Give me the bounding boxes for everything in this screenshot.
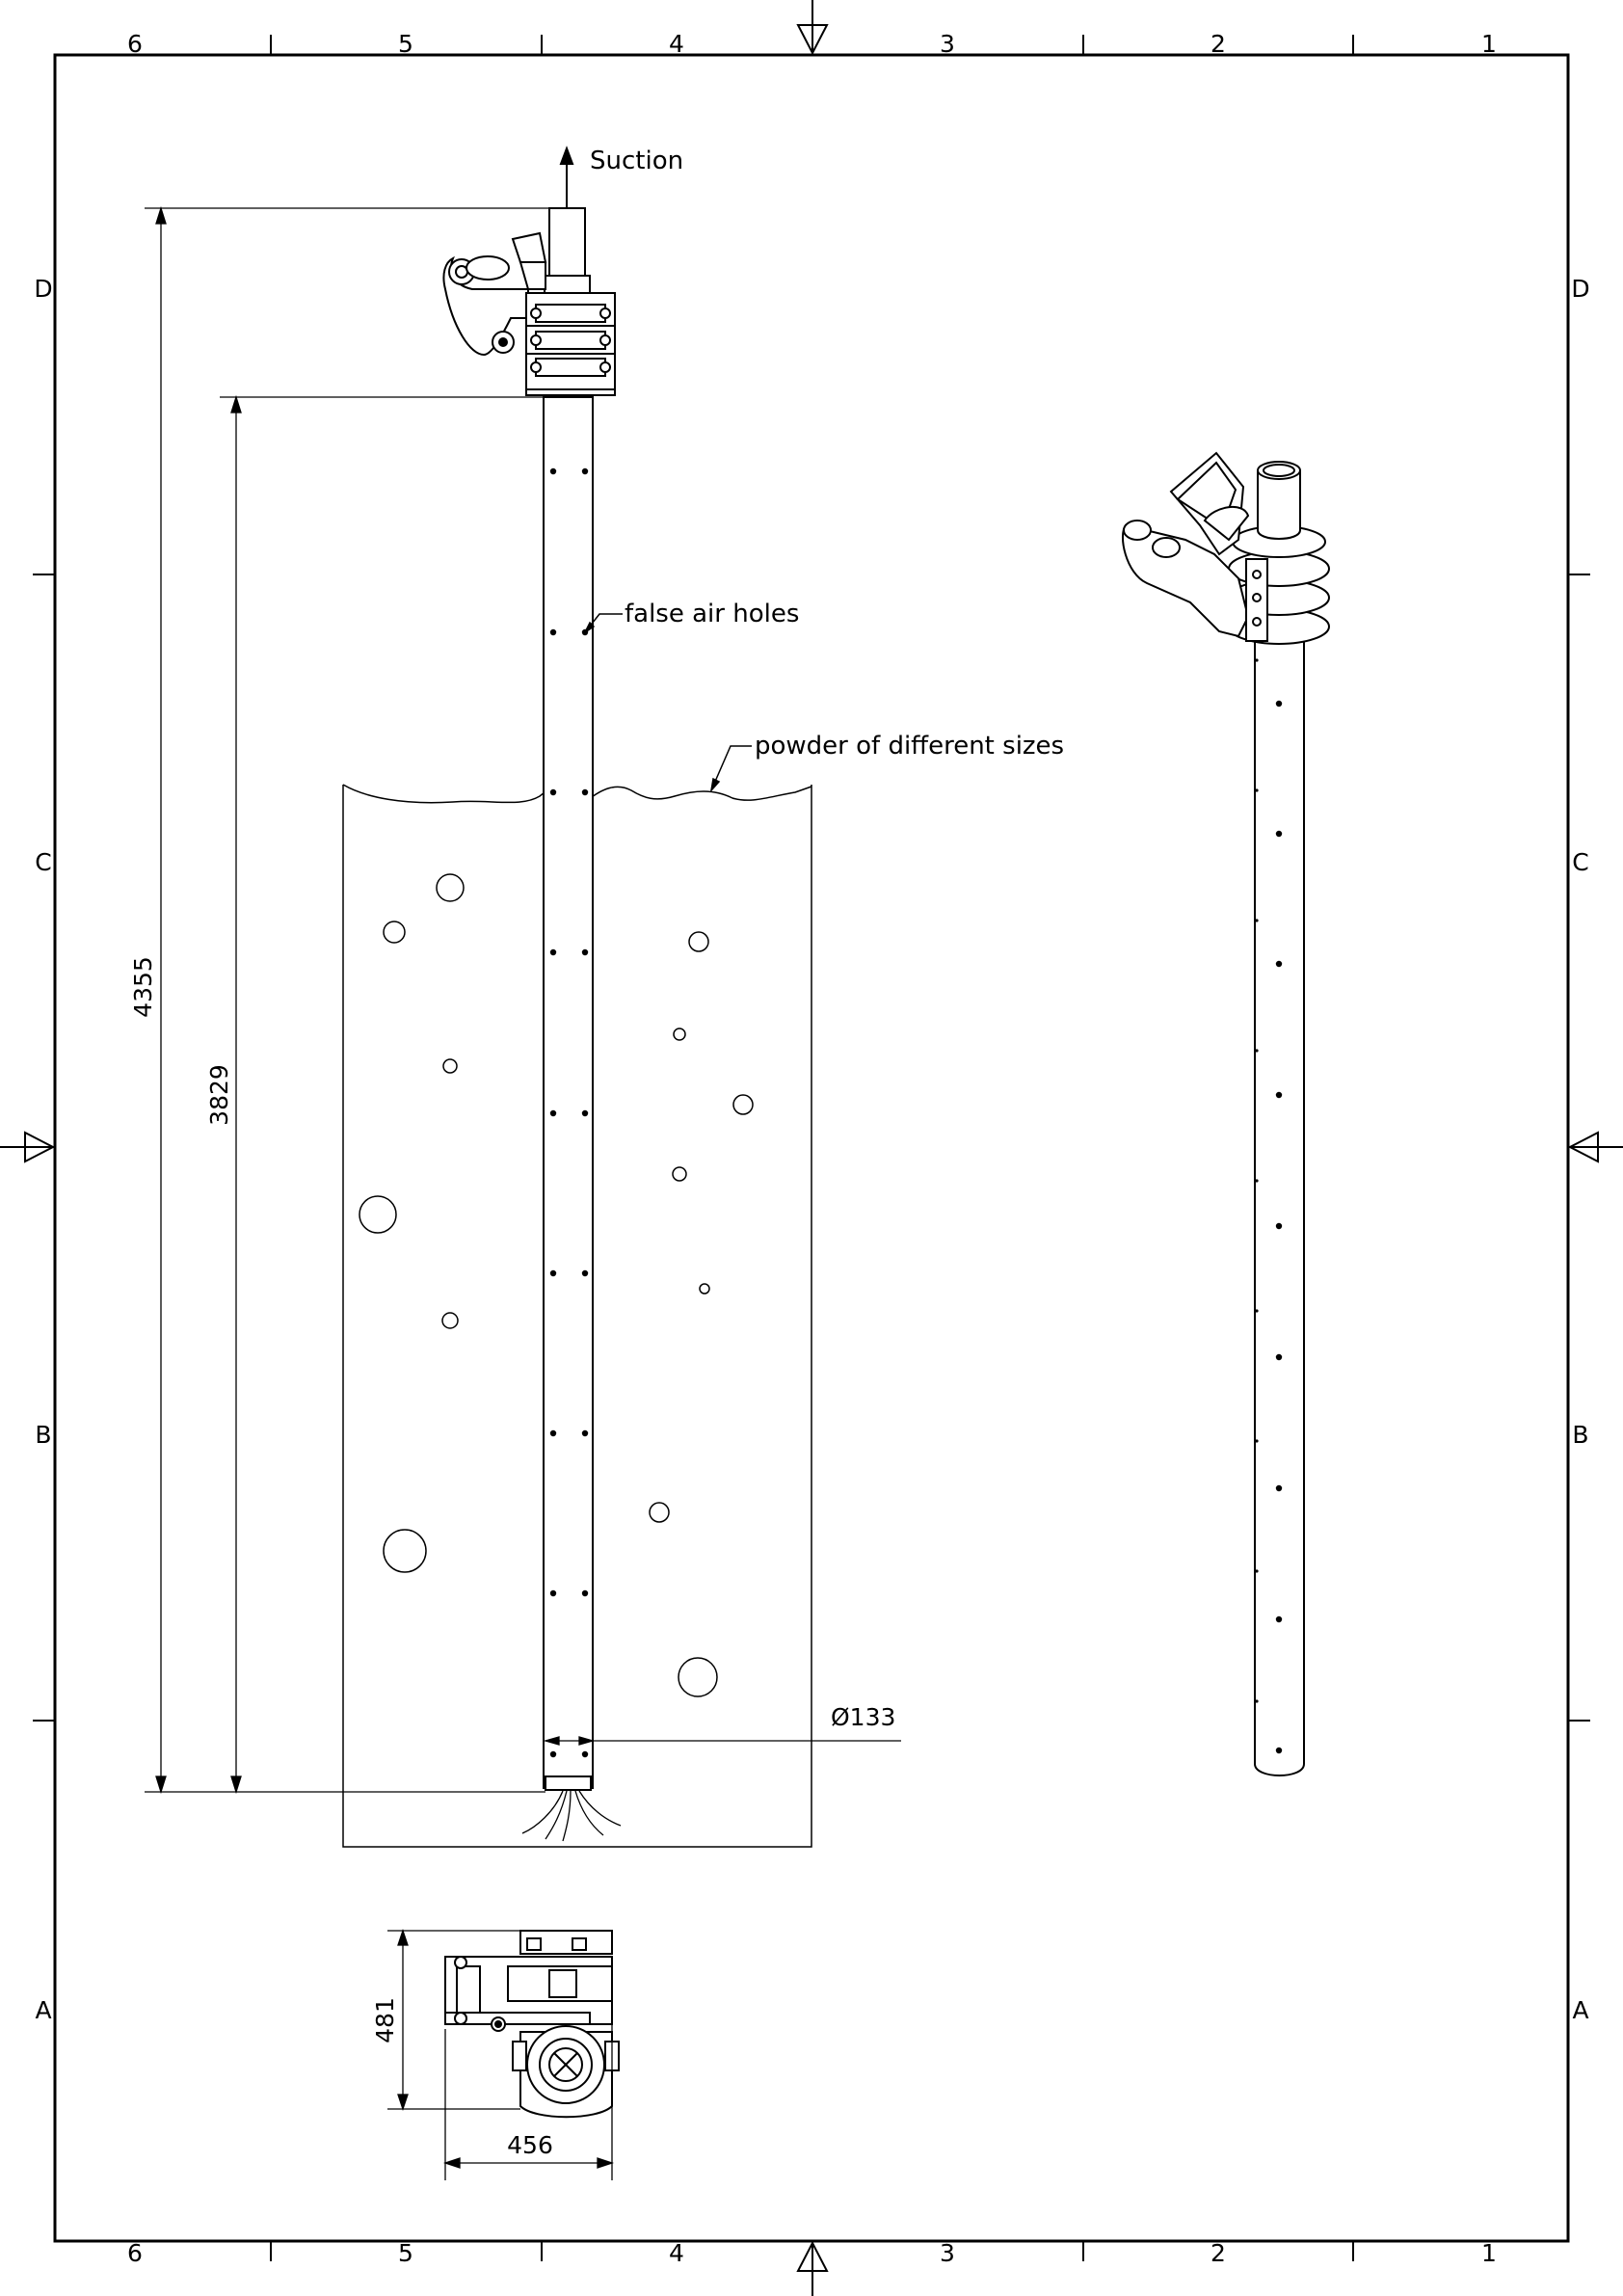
dim-top-view-width: 456 bbox=[507, 2131, 553, 2159]
col-label: 1 bbox=[1481, 30, 1497, 58]
column-labels-bottom: 6 5 4 3 2 1 bbox=[127, 2239, 1497, 2267]
row-label: A bbox=[1572, 1996, 1588, 2024]
centering-mark-top bbox=[796, 0, 829, 56]
suction-lance-front-view bbox=[442, 207, 616, 1791]
col-label: 2 bbox=[1211, 2239, 1226, 2267]
lance-tube bbox=[543, 396, 594, 1789]
top-view bbox=[444, 1930, 620, 2119]
row-label: C bbox=[35, 848, 51, 876]
clamp-bracket bbox=[519, 261, 546, 290]
dim-diameter: Ø133 bbox=[831, 1703, 895, 1731]
col-label: 3 bbox=[940, 2239, 955, 2267]
row-label: C bbox=[1572, 848, 1588, 876]
column-labels-top: 6 5 4 3 2 1 bbox=[127, 30, 1497, 58]
row-labels-right: D C B A bbox=[1571, 275, 1589, 2024]
suction-pipe bbox=[548, 207, 586, 286]
col-label: 5 bbox=[398, 30, 413, 58]
powder-leader bbox=[709, 745, 752, 793]
col-label: 2 bbox=[1211, 30, 1226, 58]
isometric-view bbox=[1122, 451, 1330, 1776]
suction-label: Suction bbox=[590, 147, 683, 175]
iso-tube-side-dots bbox=[1255, 658, 1259, 1703]
false-air-holes-label: false air holes bbox=[625, 600, 799, 628]
powder-particles bbox=[359, 873, 754, 1697]
row-label: B bbox=[35, 1421, 51, 1449]
top-view-dimensions bbox=[387, 1928, 615, 2180]
airflow-lines bbox=[521, 1790, 622, 1842]
flange-stack bbox=[525, 292, 616, 396]
col-label: 5 bbox=[398, 2239, 413, 2267]
iso-lance-tube bbox=[1254, 641, 1305, 1776]
col-label: 4 bbox=[669, 2239, 684, 2267]
clamp-arm bbox=[442, 255, 529, 357]
row-label: D bbox=[1571, 275, 1589, 303]
col-label: 3 bbox=[940, 30, 955, 58]
centering-mark-right bbox=[1567, 1131, 1623, 1163]
row-labels-left: D C B A bbox=[34, 275, 52, 2024]
false-air-holes-front bbox=[549, 467, 589, 1758]
row-label: B bbox=[1572, 1421, 1588, 1449]
row-label: D bbox=[34, 275, 52, 303]
suction-arrow bbox=[559, 146, 574, 208]
dim-tube-length: 3829 bbox=[205, 1064, 233, 1126]
col-label: 4 bbox=[669, 30, 684, 58]
lance-tip bbox=[545, 1775, 592, 1791]
col-label: 6 bbox=[127, 30, 143, 58]
row-label: A bbox=[35, 1996, 51, 2024]
powder-label: powder of different sizes bbox=[755, 732, 1064, 761]
powder-container bbox=[342, 784, 812, 1848]
powder-surface bbox=[342, 784, 812, 804]
centering-mark-bottom bbox=[796, 2240, 829, 2296]
col-label: 6 bbox=[127, 2239, 143, 2267]
false-air-holes-leader bbox=[583, 613, 623, 635]
centering-mark-left bbox=[0, 1131, 56, 1163]
dimension-lines bbox=[145, 205, 901, 1795]
col-label: 1 bbox=[1481, 2239, 1497, 2267]
dim-overall-length: 4355 bbox=[129, 956, 157, 1018]
false-air-holes-iso bbox=[1275, 700, 1283, 1754]
dim-top-view-height: 481 bbox=[371, 1997, 399, 2043]
